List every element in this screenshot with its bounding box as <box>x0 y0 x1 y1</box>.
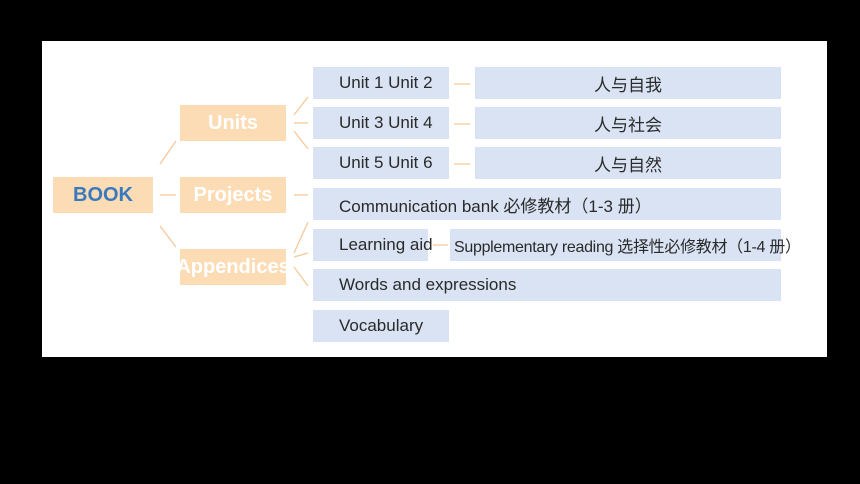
book-node: BOOK <box>53 177 153 213</box>
connector-app-vocab <box>293 266 309 287</box>
connector-lines <box>159 83 470 287</box>
unit-row-3-theme: 人与自然 <box>475 147 781 179</box>
units-node: Units <box>180 105 286 141</box>
unit-row-2-units: Unit 3 Unit 4 <box>313 107 449 139</box>
unit-row-1-theme: 人与自我 <box>475 67 781 99</box>
connector-units-row3 <box>293 130 309 150</box>
connector-book-units <box>159 140 177 165</box>
unit-row-3-units: Unit 5 Unit 6 <box>313 147 449 179</box>
appendices-node: Appendices <box>176 249 290 285</box>
supplementary-reading-node: Supplementary reading 选择性必修教材（1-4 册） <box>450 229 801 261</box>
communication-bank-node: Communication bank 必修教材（1-3 册） <box>313 188 781 220</box>
connector-units-row1 <box>293 96 309 116</box>
connector-app-learning <box>293 221 309 254</box>
unit-row-2-theme: 人与社会 <box>475 107 781 139</box>
connector-app-words <box>293 252 309 258</box>
vocabulary-node: Vocabulary <box>313 310 449 342</box>
words-expressions-node: Words and expressions <box>313 269 781 301</box>
unit-row-1-units: Unit 1 Unit 2 <box>313 67 449 99</box>
projects-node: Projects <box>180 177 286 213</box>
learning-aid-node: Learning aid <box>313 229 433 261</box>
connector-book-appendices <box>159 225 177 248</box>
diagram-panel: BOOK Units Projects Appendices Unit 1 Un… <box>42 41 827 357</box>
